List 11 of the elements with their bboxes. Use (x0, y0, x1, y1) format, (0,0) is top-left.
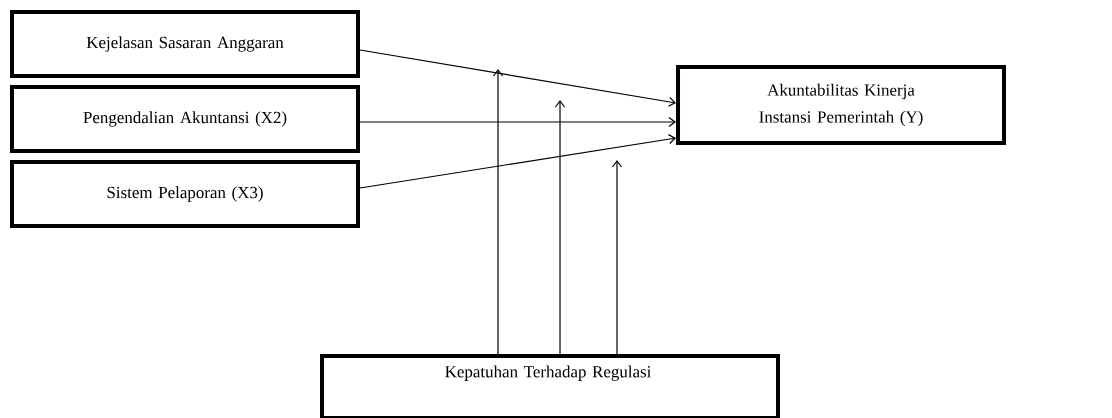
arrow (359, 116, 676, 128)
text-box: Kepatuhan Terhadap Regulasi (320, 354, 780, 418)
text-box: Sistem Pelaporan (X3) (10, 160, 360, 228)
text-box: Pengendalian Akuntansi (X2) (10, 85, 360, 153)
arrow (359, 49, 676, 107)
text-box: Kejelasan Sasaran Anggaran (10, 10, 360, 78)
arrow (492, 69, 504, 355)
text-box: Akuntabilitas Kinerja Instansi Pemerintah (Y) (676, 65, 1006, 145)
arrow (611, 160, 623, 355)
arrow (359, 134, 676, 189)
arrow (554, 100, 566, 355)
